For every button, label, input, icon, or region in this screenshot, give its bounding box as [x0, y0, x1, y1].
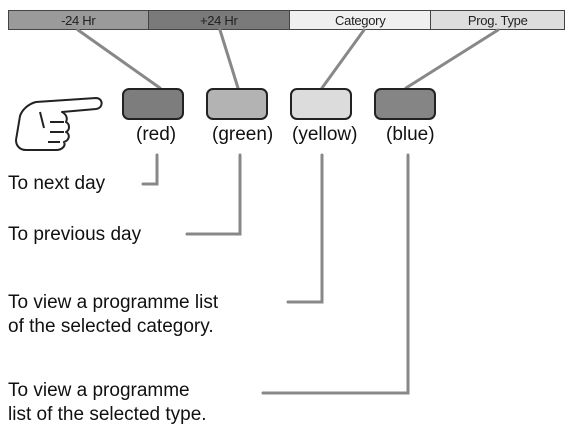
next-day-description: To next day — [8, 173, 106, 194]
red-key[interactable] — [122, 88, 184, 120]
leader-type — [261, 153, 410, 395]
leader-blue — [404, 28, 500, 90]
plus-24hr-segment: +24 Hr — [148, 11, 290, 29]
red-key-label: (red) — [136, 124, 177, 145]
leader-previous-day — [185, 153, 242, 236]
category-description-line-2: of the selected category. — [8, 316, 214, 337]
leader-next-day — [141, 153, 159, 186]
leader-green — [218, 28, 240, 90]
blue-key-label: (blue) — [386, 124, 435, 145]
green-key[interactable] — [206, 88, 268, 120]
category-description: To view a programme list of the selected… — [8, 291, 218, 339]
yellow-key[interactable] — [290, 88, 352, 120]
green-key-label: (green) — [212, 124, 274, 145]
previous-day-description: To previous day — [8, 224, 142, 245]
leader-yellow — [320, 28, 366, 90]
type-description: To view a programme list of the selected… — [8, 379, 207, 427]
leader-category — [286, 153, 324, 304]
blue-key[interactable] — [374, 88, 436, 120]
type-description-line-1: To view a programme — [8, 380, 190, 401]
yellow-key-label: (yellow) — [292, 124, 358, 145]
category-description-line-1: To view a programme list — [8, 292, 219, 313]
prog-type-segment: Prog. Type — [431, 11, 564, 29]
pointing-hand-icon — [15, 97, 103, 151]
function-bar: -24 Hr +24 Hr Category Prog. Type — [8, 10, 565, 30]
leader-red — [76, 28, 162, 90]
minus-24hr-segment: -24 Hr — [9, 11, 149, 29]
category-segment: Category — [289, 11, 432, 29]
type-description-line-2: list of the selected type. — [8, 404, 207, 425]
